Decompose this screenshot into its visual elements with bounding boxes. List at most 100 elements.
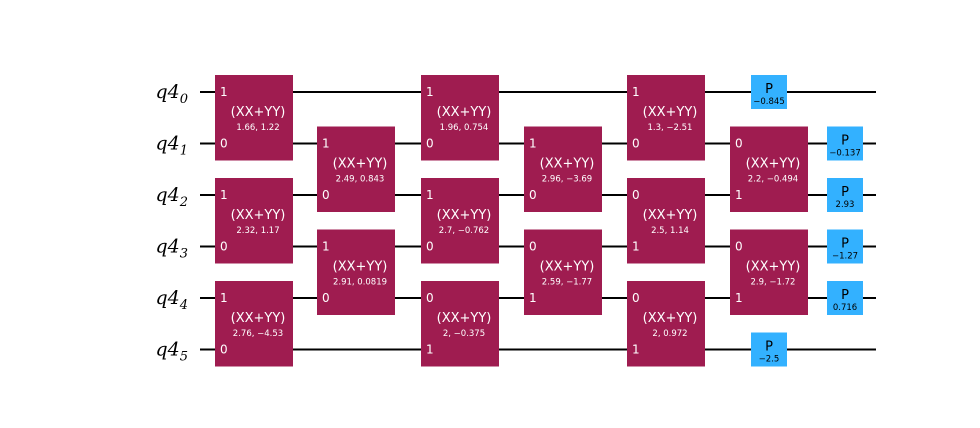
gate-port-label: 0 (426, 137, 434, 151)
phase-gate-param: −2.5 (759, 355, 780, 365)
gate-port-label: 0 (220, 240, 228, 254)
xx-plus-yy-gate-13: (XX+YY) 2.2, −0.494 0 1 (730, 126, 808, 212)
phase-gate-19: P−1.27 (827, 229, 863, 264)
phase-gate-label: P (841, 134, 849, 149)
gate-params: 2.59, −1.77 (542, 277, 592, 287)
gate-label: (XX+YY) (333, 156, 388, 171)
gate-port-label: 0 (632, 291, 640, 305)
gate-box (627, 75, 705, 161)
gate-port-label: 0 (735, 137, 743, 151)
gate-label: (XX+YY) (333, 259, 388, 274)
gate-port-label: 1 (529, 137, 537, 151)
gate-label: (XX+YY) (437, 311, 492, 326)
gate-port-label: 0 (529, 188, 537, 202)
gate-port-label: 1 (426, 85, 434, 99)
gate-label: (XX+YY) (746, 156, 801, 171)
gate-box (524, 126, 602, 212)
gate-box (421, 281, 499, 367)
gate-box (627, 178, 705, 264)
gate-port-label: 0 (322, 188, 330, 202)
gate-label: (XX+YY) (540, 156, 595, 171)
gate-port-label: 1 (632, 85, 640, 99)
gate-label: (XX+YY) (231, 105, 286, 120)
phase-gate-param: −0.137 (829, 149, 860, 159)
gate-params: 2.49, 0.843 (336, 174, 385, 184)
gate-box (215, 281, 293, 367)
gate-port-label: 1 (220, 291, 228, 305)
gate-box (317, 126, 395, 212)
xx-plus-yy-gate-11: (XX+YY) 2.5, 1.14 0 1 (627, 178, 705, 264)
gate-port-label: 1 (632, 240, 640, 254)
gate-params: 2.32, 1.17 (236, 226, 279, 236)
xx-plus-yy-gate-1: (XX+YY) 2.32, 1.17 1 0 (215, 178, 293, 264)
phase-gate-18: P2.93 (827, 178, 863, 212)
gate-port-label: 0 (426, 240, 434, 254)
gate-port-label: 0 (426, 291, 434, 305)
gate-box (730, 126, 808, 212)
phase-gate-box (827, 281, 863, 315)
phase-gate-20: P0.716 (827, 281, 863, 315)
qubit-label-5: q45 (155, 339, 188, 365)
gate-params: 2.76, −4.53 (233, 329, 283, 339)
gate-port-label: 0 (322, 291, 330, 305)
gate-params: 2, −0.375 (443, 329, 485, 339)
gate-port-label: 1 (220, 188, 228, 202)
gate-label: (XX+YY) (643, 208, 698, 223)
gate-box (627, 281, 705, 367)
gate-port-label: 1 (426, 188, 434, 202)
xx-plus-yy-gate-6: (XX+YY) 2.7, −0.762 1 0 (421, 178, 499, 264)
qubit-label-3: q43 (155, 236, 188, 262)
phase-gate-label: P (841, 237, 849, 252)
phase-gate-box (827, 178, 863, 212)
gate-params: 1.66, 1.22 (236, 123, 279, 133)
gate-box (421, 75, 499, 161)
xx-plus-yy-gate-8: (XX+YY) 2.96, −3.69 1 0 (524, 126, 602, 212)
phase-gate-15: P−0.845 (751, 75, 787, 109)
gate-label: (XX+YY) (643, 105, 698, 120)
gate-port-label: 0 (529, 240, 537, 254)
phase-gate-label: P (765, 340, 773, 355)
phase-gate-box (751, 332, 787, 367)
gate-params: 2.7, −0.762 (439, 226, 489, 236)
phase-gate-label: P (841, 288, 849, 303)
xx-plus-yy-gate-2: (XX+YY) 2.76, −4.53 1 0 (215, 281, 293, 367)
gate-params: 2.9, −1.72 (751, 277, 796, 287)
gate-label: (XX+YY) (437, 208, 492, 223)
phase-gate-16: P−2.5 (751, 332, 787, 367)
phase-gate-param: −1.27 (832, 252, 858, 262)
qubit-label-1: q41 (155, 133, 188, 159)
phase-gate-label: P (841, 185, 849, 200)
gate-label: (XX+YY) (231, 208, 286, 223)
gate-port-label: 1 (220, 85, 228, 99)
gate-port-label: 1 (735, 188, 743, 202)
gate-params: 2.96, −3.69 (542, 174, 592, 184)
gate-box (317, 229, 395, 315)
phase-gate-param: 2.93 (836, 200, 855, 210)
phase-gate-label: P (765, 82, 773, 97)
qubit-label-0: q40 (155, 81, 188, 107)
qubit-label-2: q42 (155, 184, 188, 210)
gate-port-label: 0 (220, 343, 228, 357)
gate-box (215, 75, 293, 161)
phase-gate-17: P−0.137 (827, 126, 863, 161)
phase-gate-param: −0.845 (753, 97, 784, 107)
gate-port-label: 0 (735, 240, 743, 254)
phase-gate-box (751, 75, 787, 109)
phase-gate-box (827, 229, 863, 264)
gate-port-label: 0 (632, 188, 640, 202)
gate-params: 2.2, −0.494 (748, 174, 798, 184)
gate-port-label: 1 (322, 240, 330, 254)
gate-label: (XX+YY) (231, 311, 286, 326)
gate-box (215, 178, 293, 264)
gate-params: 2.5, 1.14 (651, 226, 689, 236)
